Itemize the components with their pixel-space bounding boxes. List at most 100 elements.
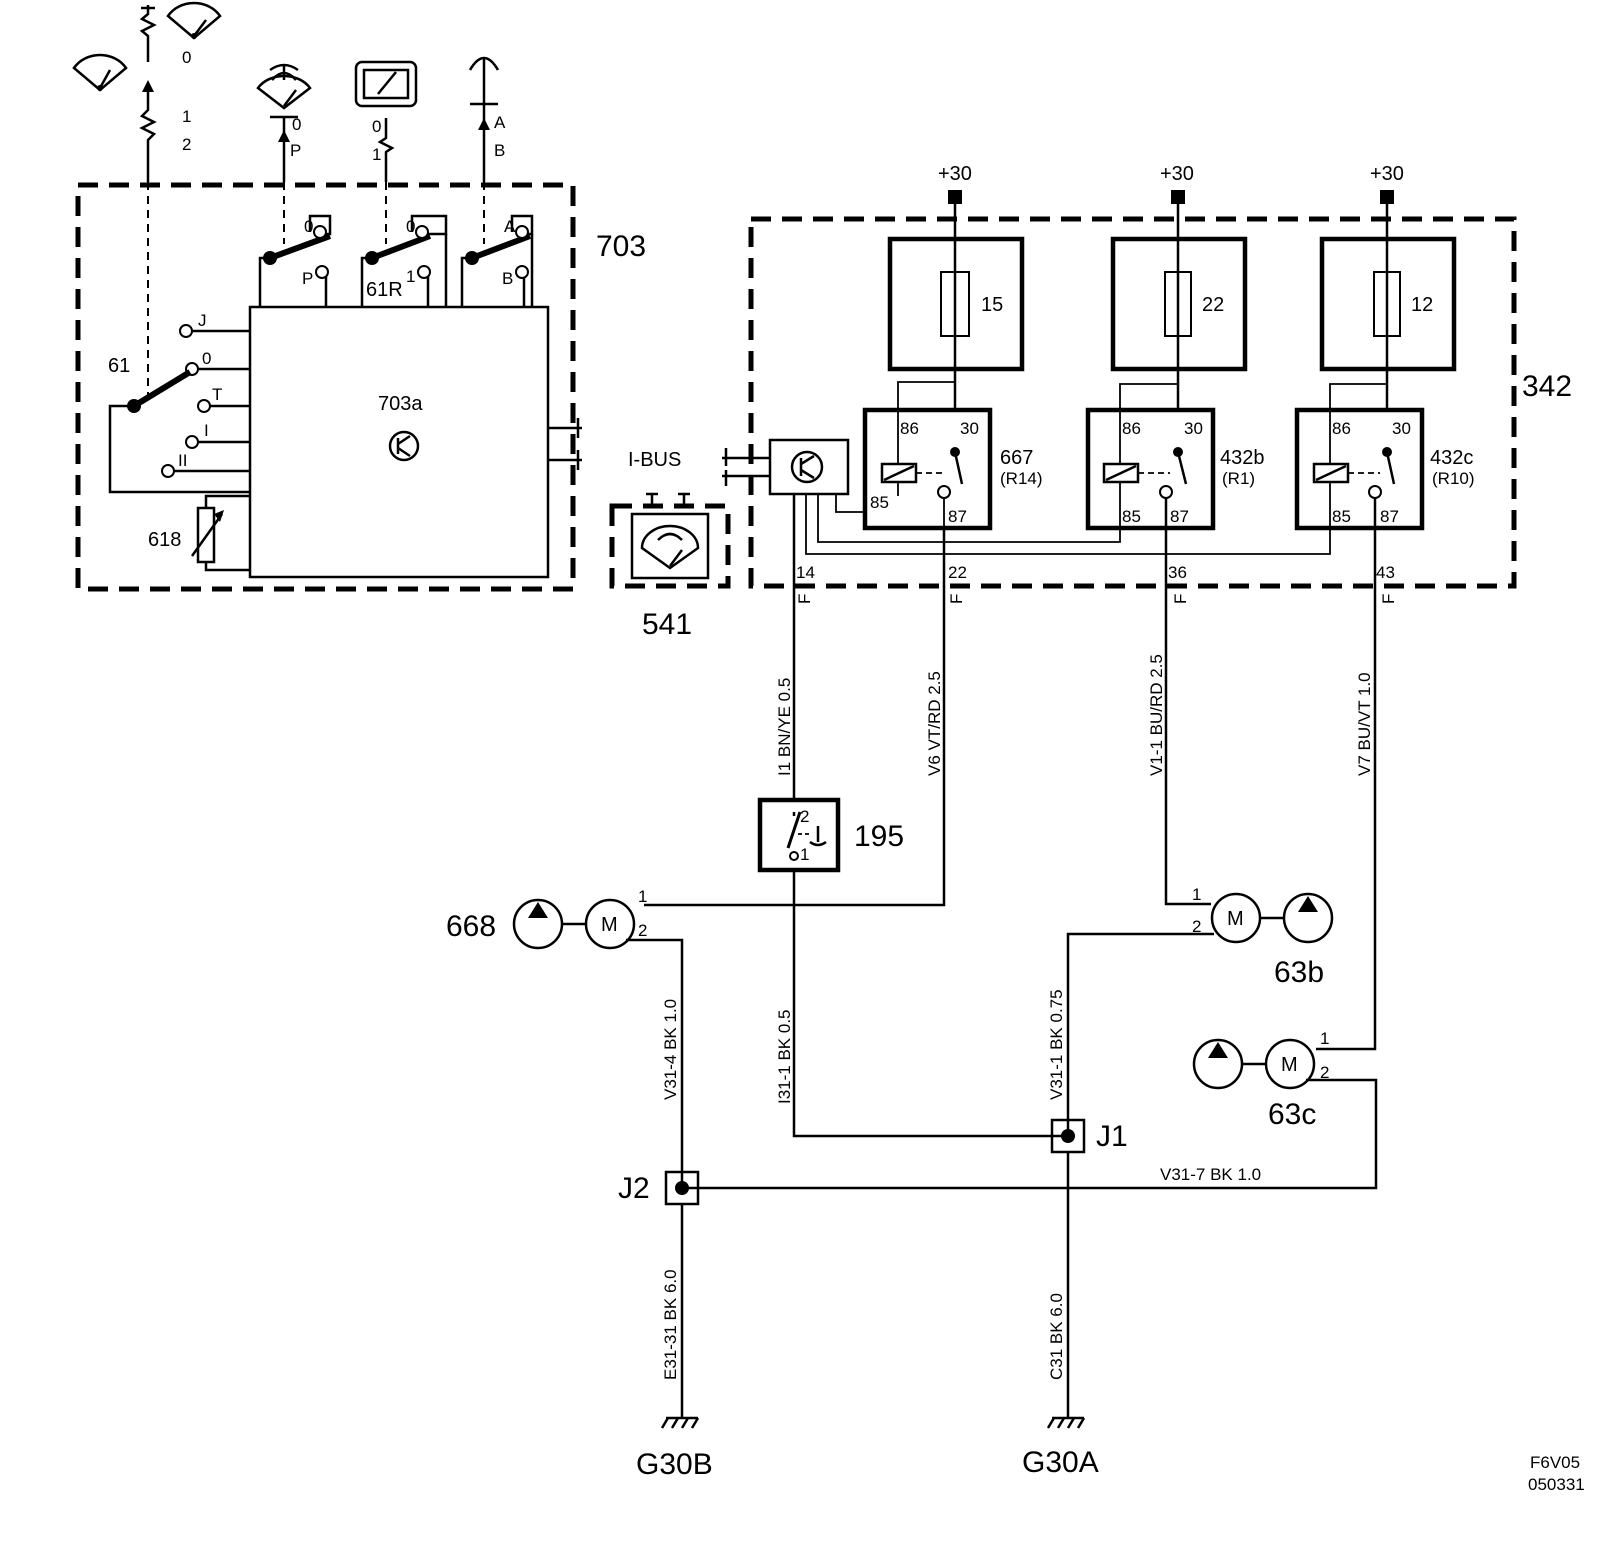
pump-63b-label: 63b — [1274, 956, 1324, 989]
motor-541 — [630, 492, 710, 580]
junction-j2-label: J2 — [618, 1172, 650, 1205]
switch-61-pos-0: 0 — [202, 349, 211, 368]
pin-36: 36 — [1168, 563, 1187, 582]
relay-432c: 86 30 85 87 432c (R10) — [1294, 383, 1475, 531]
pump-63c: M 1 2 — [682, 1029, 1378, 1190]
wash-stalk — [270, 115, 298, 244]
svg-text:22: 22 — [1202, 294, 1224, 316]
svg-text:30: 30 — [960, 419, 979, 438]
wash-wipe-icon — [256, 63, 312, 110]
wire-label-e3131: E31-31 BK 6.0 — [661, 1269, 680, 1380]
pos-b: B — [494, 141, 505, 160]
pos-p: P — [290, 141, 301, 160]
transistor-icon — [388, 430, 420, 462]
wire-i311 — [792, 870, 1068, 1138]
svg-text:1: 1 — [1192, 885, 1201, 904]
svg-text:M: M — [1227, 908, 1244, 930]
svg-text:2: 2 — [638, 921, 647, 940]
svg-text:30: 30 — [1184, 419, 1203, 438]
relay-667: 86 30 85 87 667 (R14) — [862, 381, 1043, 531]
switch-ab-posa: A — [504, 217, 516, 236]
switch-p-posp: P — [302, 269, 313, 288]
relay-box-342-label: 342 — [1522, 370, 1572, 403]
wire-label-v7: V7 BU/VT 1.0 — [1355, 672, 1374, 776]
rheostat-618: 618 — [148, 494, 250, 572]
switch-p-pos0: 0 — [304, 217, 313, 236]
wire-label-v314: V31-4 BK 1.0 — [661, 999, 680, 1100]
switch-61-pos-t: T — [212, 385, 222, 404]
wire-label-v11: V1-1 BU/RD 2.5 — [1147, 654, 1166, 776]
switch-ab: A B — [460, 214, 534, 307]
switch-61r: 0 1 61R — [360, 214, 448, 307]
svg-text:2: 2 — [1320, 1063, 1329, 1082]
pos-0: 0 — [182, 48, 191, 67]
relay-667-ref: (R14) — [1000, 469, 1043, 488]
relay-667-label: 667 — [1000, 447, 1033, 469]
wiper-interval-icon — [166, 1, 222, 40]
ground-g30b-icon — [660, 1416, 700, 1429]
pump-63c-label: 63c — [1268, 1098, 1316, 1131]
cluster-703-boundary — [75, 182, 576, 592]
pos-1: 1 — [182, 107, 191, 126]
switch-61-pos-i: I — [204, 421, 209, 440]
junction-j1-label: J1 — [1096, 1120, 1128, 1153]
svg-text:87: 87 — [1170, 507, 1189, 526]
relay-432b-ref: (R1) — [1222, 469, 1255, 488]
wire-label-i1: I1 BN/YE 0.5 — [775, 678, 794, 776]
svg-text:1: 1 — [638, 887, 647, 906]
ibus-label: I-BUS — [628, 449, 681, 471]
switch-61r-label: 61R — [366, 279, 403, 301]
switch-61r-pos0: 0 — [406, 217, 415, 236]
pump-668: M 1 2 — [512, 887, 684, 1188]
svg-text:M: M — [1281, 1054, 1298, 1076]
ground-g30a-label: G30A — [1022, 1446, 1099, 1479]
wire-label-c31: C31 BK 6.0 — [1047, 1293, 1066, 1380]
pin-14: 14 — [796, 563, 815, 582]
svg-text:85: 85 — [870, 493, 889, 512]
wiper-icon — [72, 53, 128, 92]
switch-61: J 0 T I II 61 — [108, 311, 250, 494]
svg-text:15: 15 — [981, 294, 1003, 316]
svg-text:86: 86 — [900, 419, 919, 438]
svg-text:M: M — [601, 914, 618, 936]
svg-text:2: 2 — [1192, 917, 1201, 936]
relay-432b-label: 432b — [1220, 447, 1265, 469]
wire-label-v317: V31-7 BK 1.0 — [1160, 1165, 1261, 1184]
svg-text:87: 87 — [1380, 507, 1399, 526]
switch-ab-posb: B — [502, 269, 513, 288]
motor-541-boundary — [609, 503, 731, 589]
supply-terminal-1: +30 — [938, 163, 972, 204]
rear-wiper-icon — [354, 60, 418, 108]
wire-label-v311: V31-1 BK 0.75 — [1047, 989, 1066, 1100]
svg-text:+30: +30 — [1160, 163, 1194, 185]
wire-v6 — [644, 528, 946, 907]
supply-terminal-3: +30 — [1370, 163, 1404, 204]
pin-22: 22 — [948, 563, 967, 582]
main-wiper-stalk — [139, 5, 157, 400]
relay-box-342-boundary — [748, 216, 1517, 589]
svg-text:85: 85 — [1122, 507, 1141, 526]
rear-wiper-stalk — [377, 118, 395, 244]
conn-f-4: F — [1379, 594, 1398, 604]
module-703a-label: 703a — [378, 393, 423, 415]
wire-v7 — [1316, 498, 1377, 1051]
conn-f-3: F — [1171, 594, 1190, 604]
svg-text:87: 87 — [948, 507, 967, 526]
drawing-code: F6V05 — [1530, 1453, 1580, 1472]
pump-668-label: 668 — [446, 910, 496, 943]
svg-text:86: 86 — [1332, 419, 1351, 438]
svg-text:1: 1 — [800, 845, 809, 864]
switch-195-label: 195 — [854, 820, 904, 853]
conn-f-2: F — [947, 594, 966, 604]
drawing-date: 050331 — [1528, 1475, 1585, 1494]
switch-p: 0 P — [258, 214, 332, 307]
rear-wash-icon — [468, 56, 500, 244]
svg-text:2: 2 — [800, 807, 809, 826]
pos-2: 2 — [182, 135, 191, 154]
switch-61-pos-j: J — [198, 311, 207, 330]
motor-541-label: 541 — [642, 608, 692, 641]
relay-432c-label: 432c — [1430, 447, 1473, 469]
relay-432b: 86 30 85 87 432b (R1) — [1085, 383, 1265, 531]
switch-61-label: 61 — [108, 355, 130, 377]
